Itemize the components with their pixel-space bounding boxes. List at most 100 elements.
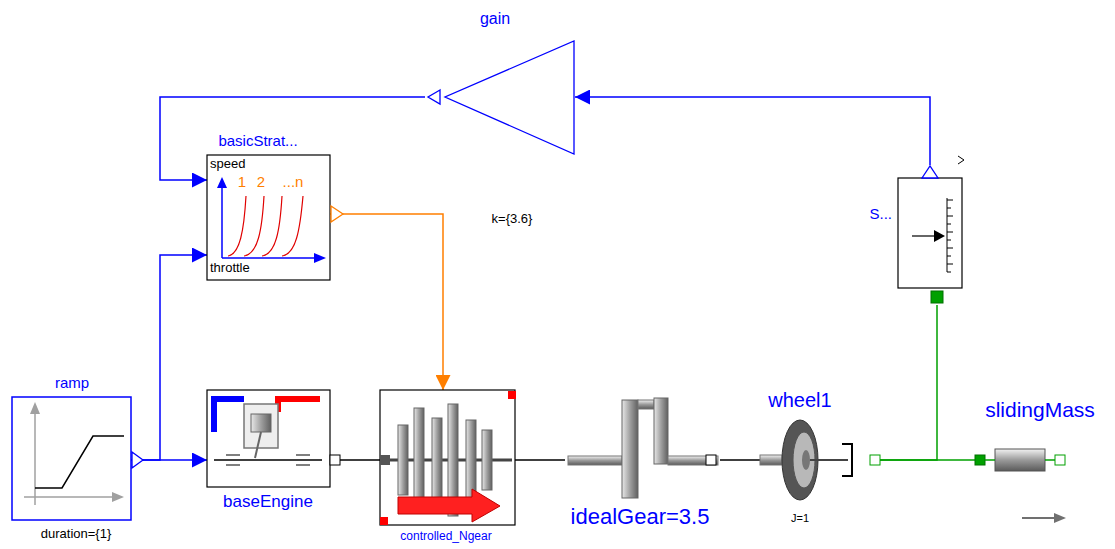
gear-signal-wire [330,214,443,390]
gearbox-icon [398,489,500,522]
gain-block: gaink={3.6} [425,40,575,155]
speed-sensor-icon [947,198,948,272]
gearbox-icon [380,390,515,525]
port-label: speed [210,157,245,172]
component-name: basicStrat... [218,132,297,149]
sliding-mass-icon [995,449,1045,471]
sliding-mass: slidingMass [975,445,1065,477]
engine-icon [251,414,271,432]
gear-strategy-icon [222,257,316,259]
gear-strategy-icon [314,253,326,263]
gear-number: 1 [238,173,246,190]
wheel-block: wheel1J=1 [760,416,880,502]
ramp-icon [30,402,40,414]
gearbox-icon [398,425,408,495]
signal-wire [575,97,930,165]
sliding-mass-icon [975,455,985,465]
speed-sensor: S... [898,165,962,305]
gain-triangle [428,90,440,104]
ramp-icon [12,397,131,520]
gear-strategy-icon [221,186,223,258]
speed-sensor-icon [898,178,962,288]
component-name: ramp [55,374,89,391]
ramp-icon [35,436,124,488]
component-name: controlled_Ngear [400,530,491,544]
gear-strategy-icon [282,196,303,256]
speed-sensor-icon [931,291,943,303]
ideal-gear-icon [568,398,718,498]
gearbox-block: controlled_Ngear [380,390,515,525]
ramp-icon [132,452,143,468]
speed-sensor-icon [922,166,938,178]
sliding-mass-icon [1055,455,1065,465]
speed-sensor-icon [958,156,964,164]
gain-triangle [445,41,574,154]
wheel-icon [760,455,782,465]
engine-icon [226,455,310,465]
parameter-value: J=1 [791,512,809,525]
sliding-mass-icon [1054,513,1066,523]
gear-strategy-icon [207,155,330,280]
gearbox-icon [414,408,424,512]
strategy-block: basicStrat...speed12...nthrottle [207,155,330,280]
wheel-icon [802,450,810,470]
parameter-value: duration={1} [41,527,111,542]
ideal-gear-icon [638,400,654,409]
component-name: S... [869,205,892,222]
gear-strategy-icon [244,196,264,256]
translational-link [880,305,937,460]
ideal-gear-icon [622,400,638,498]
gearbox-icon [380,390,516,525]
gearbox-icon [466,420,476,500]
engine-icon [214,399,244,432]
engine-icon [207,390,340,487]
gearbox-icon [380,455,390,465]
engine-icon [214,459,322,461]
gear-strategy-icon [228,196,246,256]
component-name: baseEngine [223,492,313,512]
engine-icon [207,390,330,487]
wheel-icon [870,455,880,465]
ramp-icon [24,496,114,498]
wheel-icon [842,444,852,476]
sliding-mass-icon [1045,459,1055,461]
gear-strategy-icon [207,155,343,280]
gearbox-icon [432,418,442,502]
parameter-value: k={3.6} [492,212,533,227]
gearbox-icon [380,517,388,525]
engine-icon [278,399,320,412]
ramp-icon [112,492,124,502]
component-name: gain [480,10,510,28]
engine-icon [255,432,261,458]
engine-icon [244,404,278,448]
signal-wire [131,255,207,460]
speed-sensor-icon [912,235,936,236]
engine-block: baseEngine [207,390,330,487]
component-name: idealGear=3.5 [571,504,710,529]
gearbox-icon [508,391,516,399]
speed-sensor-icon [934,230,945,242]
wheel-icon [810,459,848,461]
sliding-mass-icon [985,459,995,461]
ramp-icon [34,412,36,505]
rotational-shaft [720,459,760,461]
sliding-mass-icon [975,449,1066,523]
gear-number: 2 [257,173,265,190]
component-name: slidingMass [985,398,1095,422]
ideal-gear-icon [568,456,622,465]
wheel-icon [760,420,880,500]
engine-icon [330,455,340,465]
speed-sensor-icon [898,156,964,303]
ramp-source: rampduration={1} [12,397,131,520]
ideal-gear-icon [654,398,668,464]
rotational-shaft [515,459,565,461]
ramp-icon [12,397,143,520]
gear-strategy-icon [331,206,343,222]
gear-strategy-icon [217,177,227,188]
gear-number: ...n [283,173,304,190]
sliding-mass-icon [1022,517,1056,519]
gain-triangle [425,40,575,155]
ideal-gear-icon [706,455,716,465]
